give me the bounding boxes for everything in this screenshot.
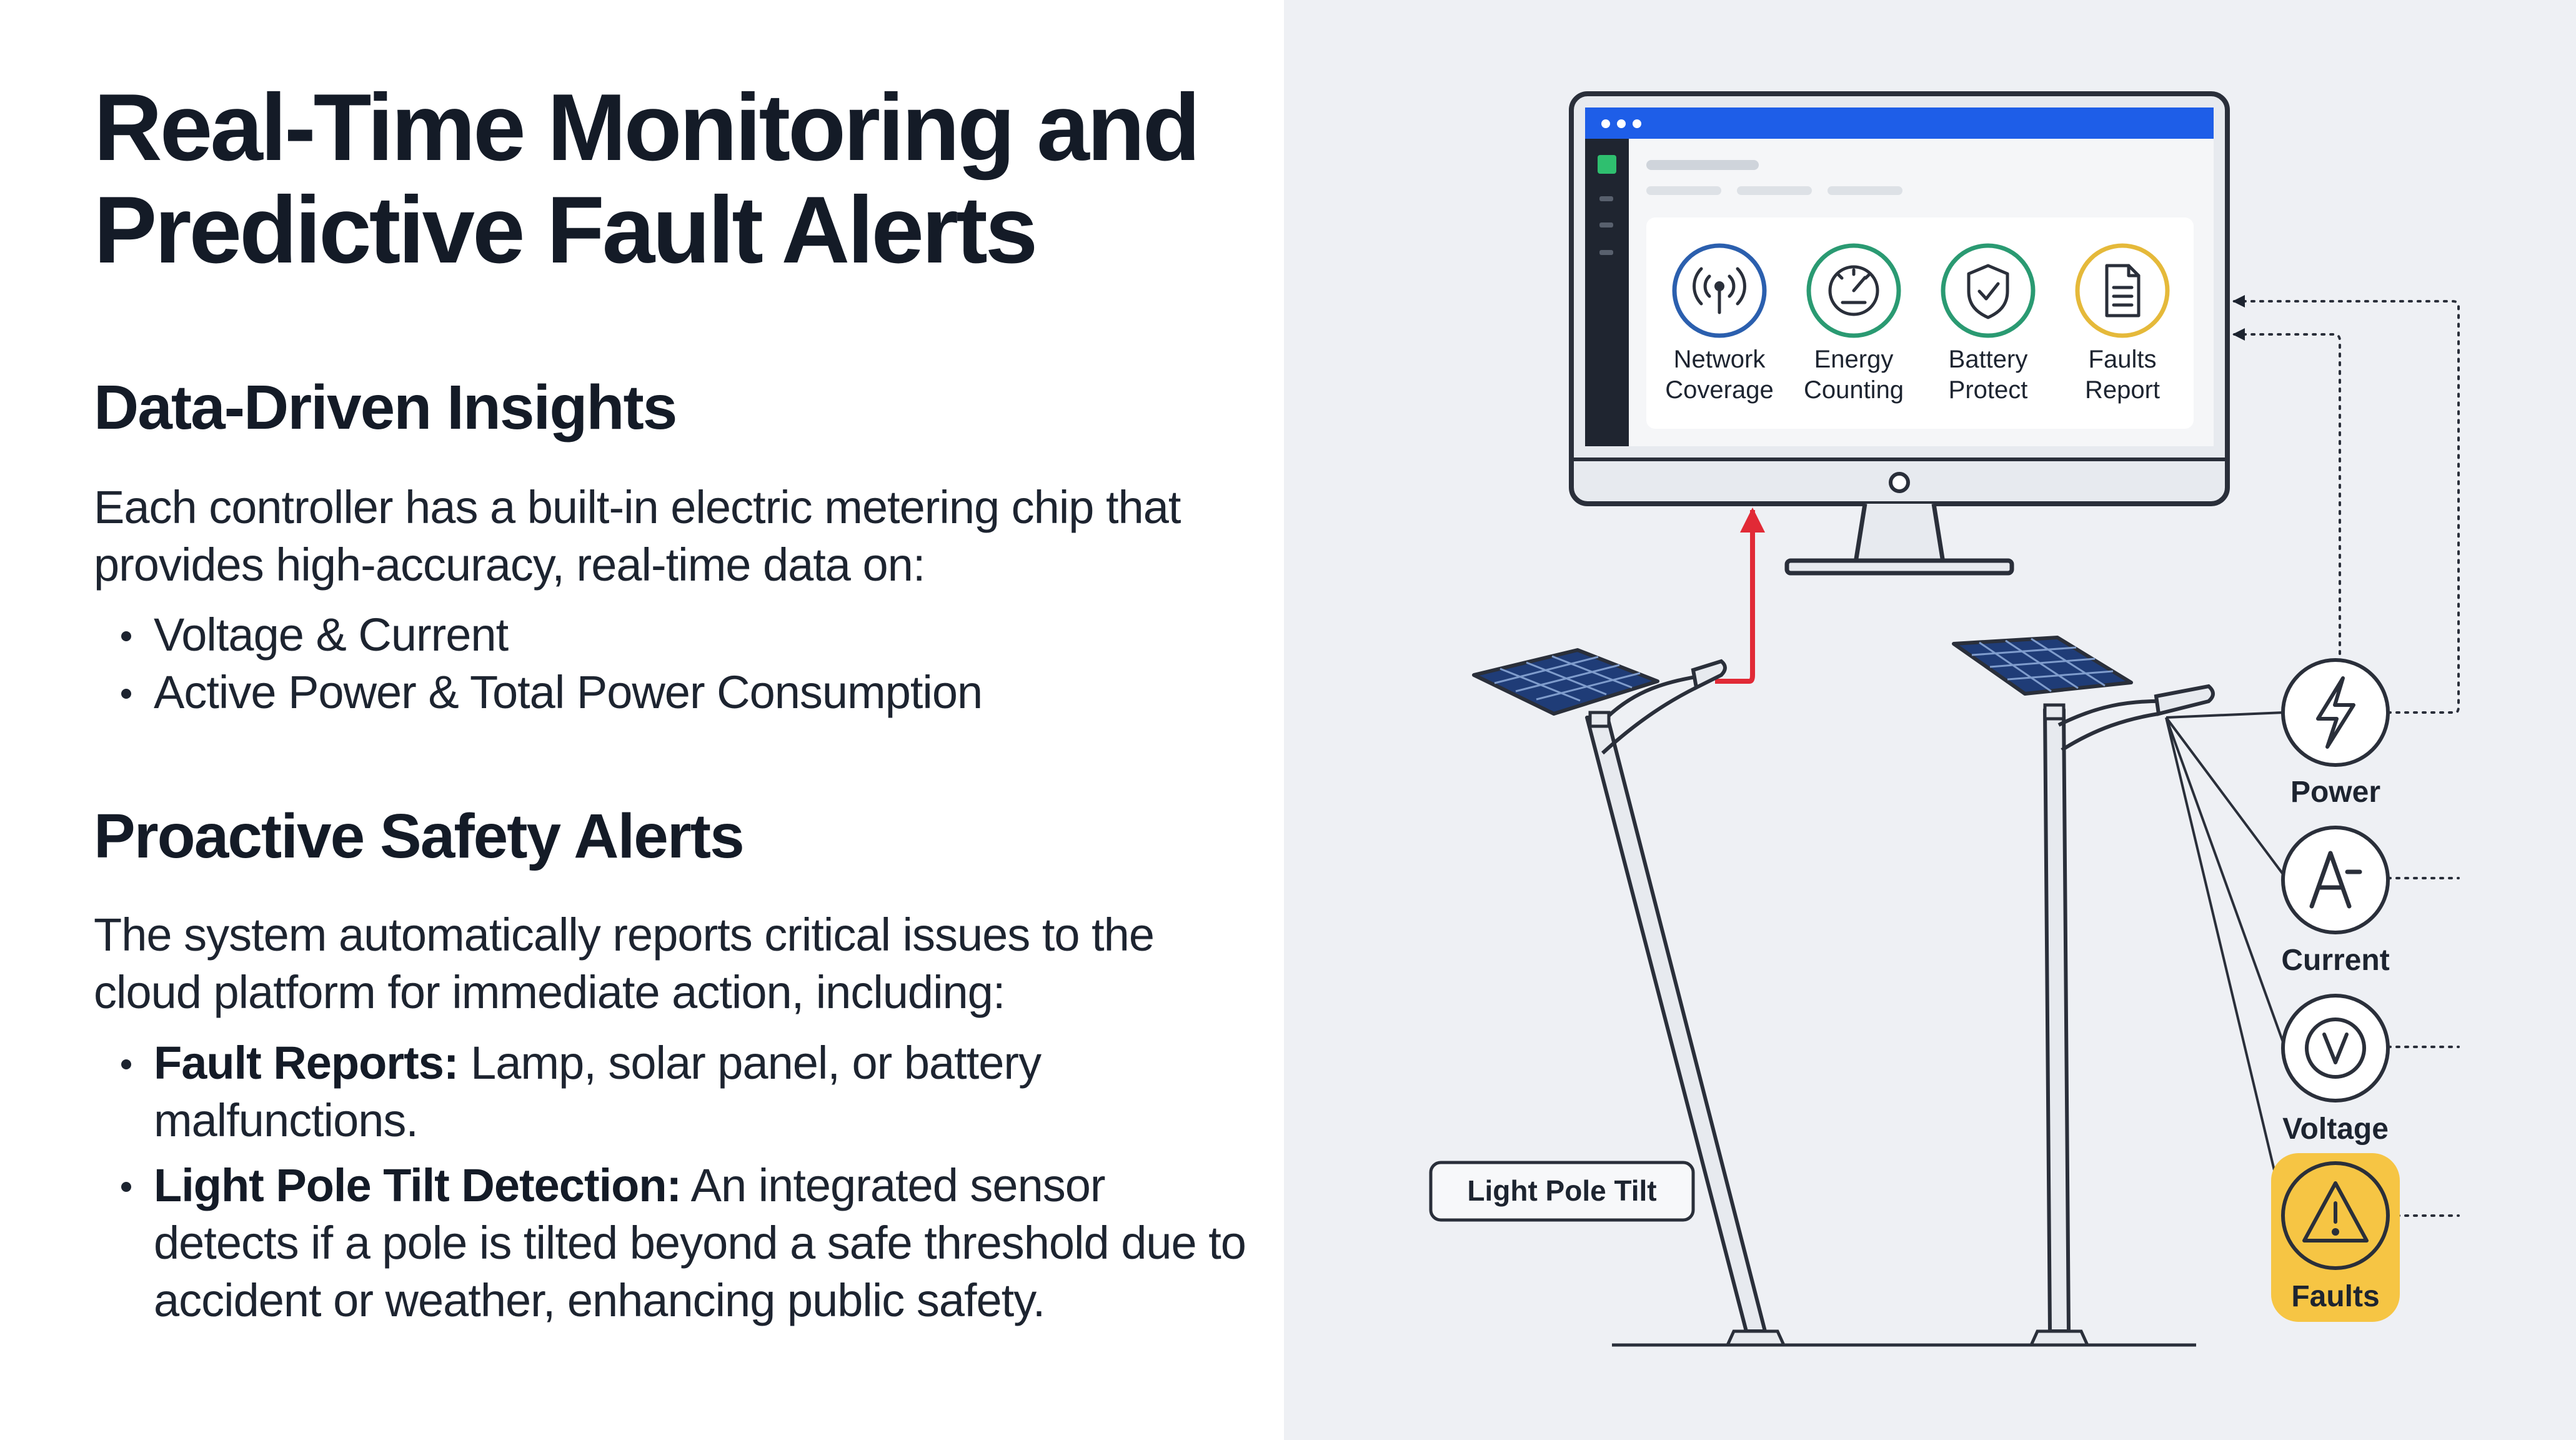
feature-network-coverage: Network Coverage [1665,243,1774,404]
list-item: Light Pole Tilt Detection: An integrated… [94,1157,1250,1329]
solar-panel-icon [1952,636,2133,696]
feature-label: Coverage [1665,376,1773,404]
alert-uplink-arrow [1715,508,1765,684]
gauge-icon [1828,265,1879,316]
voltmeter-icon [2305,1018,2366,1079]
metric-label: Faults [2291,1280,2379,1313]
page-title: Real-Time Monitoring and Predictive Faul… [94,74,1200,283]
bullet-label: Light Pole Tilt Detection: [154,1159,682,1211]
feature-faults-report: Faults Report [2075,243,2170,404]
list-item: Active Power & Total Power Consumption [94,664,1250,721]
screen-header-bar [1585,108,2214,139]
insights-heading: Data-Driven Insights [94,372,677,442]
lightning-icon [2316,676,2355,749]
feature-label: Faults [2089,346,2157,373]
metric-faults: Faults [2271,1153,2400,1322]
antenna-icon [1693,267,1746,314]
list-item: Voltage & Current [94,606,1250,664]
feature-label: Network [1674,346,1766,373]
feature-label: Energy [1814,346,1894,373]
metric-current: Current [2281,826,2390,977]
feature-label: Counting [1804,376,1904,404]
bullet-text: Lamp, solar panel, or battery malfunctio… [154,1037,1042,1146]
feature-label: Battery [1949,346,2028,373]
upright-street-light [1952,636,2285,1347]
feature-label: Report [2085,376,2160,404]
solar-panel-icon [1472,648,1659,716]
light-pole-tilt-badge: Light Pole Tilt [1429,1161,1695,1222]
feature-battery-protect: Battery Protect [1941,243,2036,404]
monitor: Network Coverage Energy Counting [1569,91,2230,576]
metric-power: Power [2281,658,2390,809]
monitoring-diagram: Network Coverage Energy Counting [1429,91,2460,1347]
tilt-label: Light Pole Tilt [1467,1174,1656,1207]
screen-sidebar [1585,139,1629,446]
warning-icon [2302,1181,2369,1242]
document-icon [2105,264,2141,318]
metric-label: Current [2281,944,2389,977]
bullet-text: An integrated sensor detects if a pole i… [154,1159,1246,1326]
metric-label: Voltage [2282,1112,2389,1146]
safety-intro: The system automatically reports critica… [94,909,1155,1018]
tilted-street-light [1472,648,1786,1347]
metric-voltage: Voltage [2281,994,2390,1146]
safety-list: Fault Reports: Lamp, solar panel, or bat… [94,1034,1250,1337]
text-panel [0,0,1284,1440]
safety-heading: Proactive Safety Alerts [94,801,745,871]
insights-list: Voltage & Current Active Power & Total P… [94,606,1250,721]
insights-intro: Each controller has a built-in electric … [94,481,1181,591]
list-item: Fault Reports: Lamp, solar panel, or bat… [94,1034,1250,1149]
feature-label: Protect [1949,376,2028,404]
metric-label: Power [2290,776,2380,809]
feature-energy-counting: Energy Counting [1804,243,1904,404]
shield-icon [1967,264,2009,319]
bullet-label: Fault Reports: [154,1037,459,1089]
ammeter-icon [2309,851,2362,909]
